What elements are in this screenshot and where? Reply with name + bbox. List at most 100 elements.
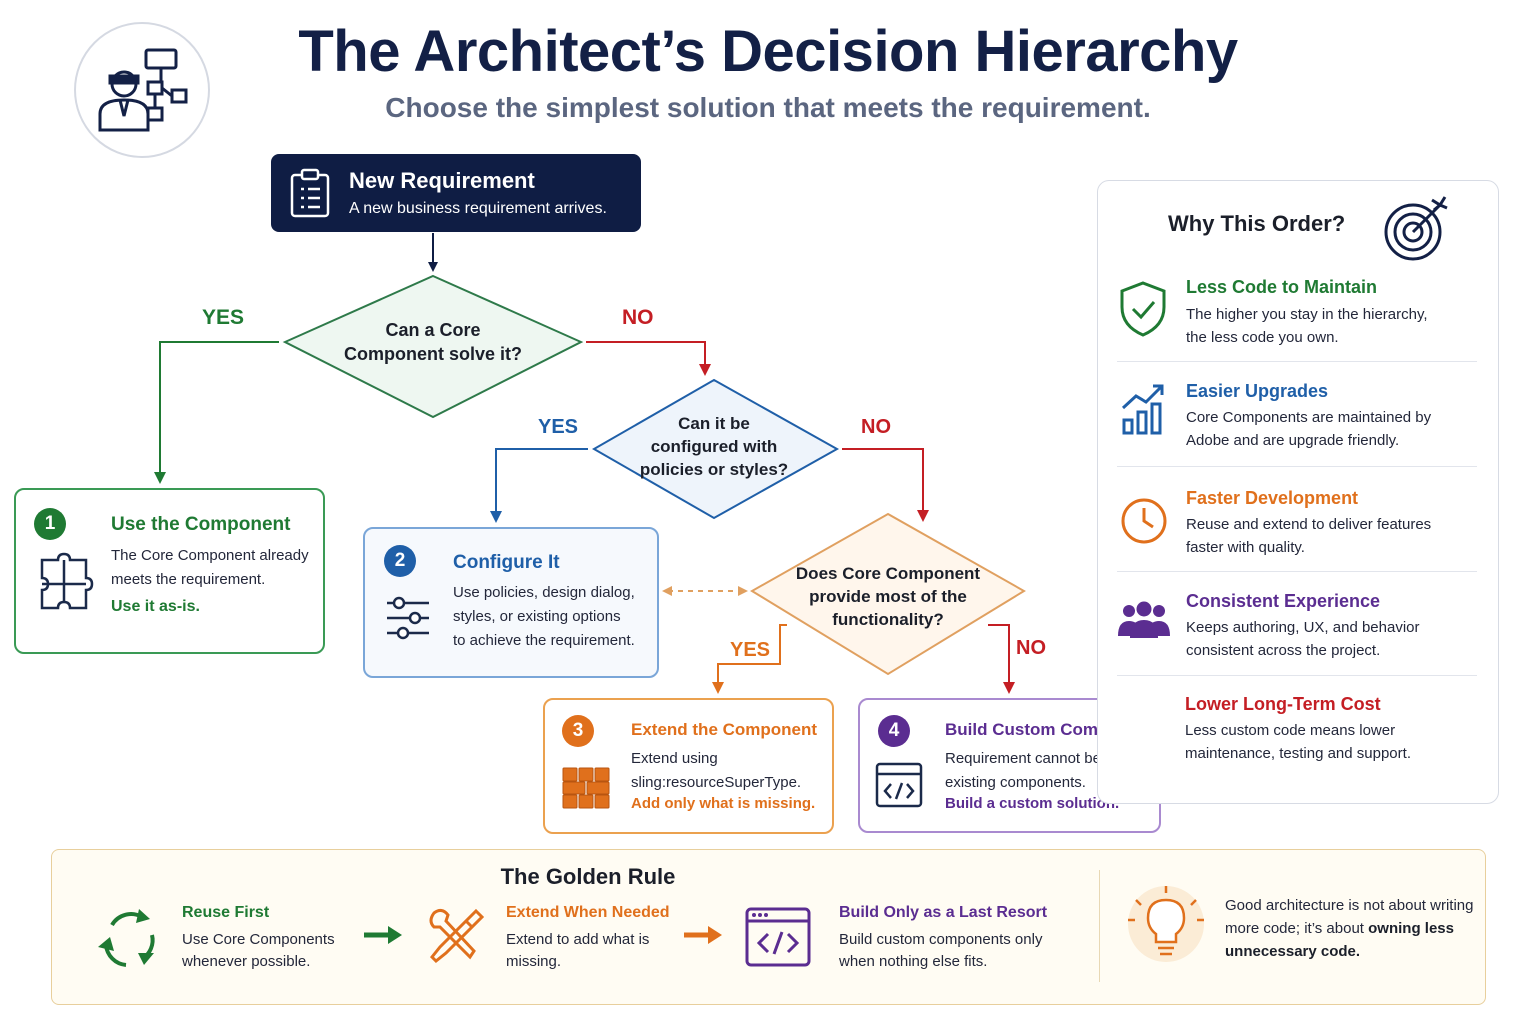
option-title: Extend the Component	[631, 720, 818, 739]
golden-step-desc-line: Build custom components only	[839, 931, 1043, 948]
option-card-extend: 3 Extend the Component Extend using slin…	[543, 698, 834, 834]
decision-core-text: Can a Core Component solve it?	[313, 318, 553, 366]
code-window-icon	[745, 907, 811, 967]
decision-diamond-core	[282, 274, 584, 419]
lightbulb-icon	[1128, 886, 1204, 962]
golden-step-desc-line: whenever possible.	[182, 953, 311, 970]
page-title: The Architect’s Decision Hierarchy	[298, 19, 1238, 84]
decision-configure-line: configured with	[650, 437, 778, 456]
golden-step-title: Reuse First	[182, 904, 270, 921]
decision-configure-line: policies or styles?	[639, 460, 789, 479]
why-item-desc-line: consistent across the project.	[1186, 642, 1381, 659]
growth-chart-icon	[1121, 384, 1164, 435]
why-item-desc-line: Adobe and are upgrade friendly.	[1186, 432, 1400, 449]
edge-label-no-1: NO	[622, 306, 654, 329]
puzzle-icon	[40, 552, 94, 610]
decision-extend-line: provide most of the	[809, 587, 967, 606]
edge-label-yes-1: YES	[202, 306, 245, 329]
arrow-right-icon	[684, 926, 722, 944]
option-desc-line: Use policies, design dialog,	[453, 584, 635, 601]
decision-extend-text: Does Core Component provide most of the …	[773, 562, 1003, 631]
option-desc-line: Extend using	[631, 750, 718, 767]
why-item-desc-line: maintenance, testing and support.	[1185, 745, 1411, 762]
decision-diamond-configure	[591, 378, 840, 520]
why-item-desc: Keeps authoring, UX, and behavior consis…	[1186, 616, 1476, 662]
edge-label-no-2: NO	[861, 416, 891, 438]
decision-configure-text: Can it be configured with policies or st…	[614, 412, 814, 481]
architect-logo	[74, 22, 210, 158]
divider	[1117, 675, 1477, 676]
golden-quote-bold: owning less unnecessary code.	[1225, 920, 1454, 960]
why-item-desc: Core Components are maintained by Adobe …	[1186, 406, 1476, 452]
architect-flowchart-icon	[98, 48, 188, 132]
sliders-icon	[387, 596, 429, 640]
new-requirement-box: New Requirement A new business requireme…	[271, 154, 641, 232]
option-desc: Use policies, design dialog, styles, or …	[453, 581, 635, 653]
why-item-title: Consistent Experience	[1186, 591, 1381, 611]
option-desc-line: styles, or existing options	[453, 608, 621, 625]
option-number-badge: 1	[34, 508, 66, 540]
golden-step-desc: Build custom components only when nothin…	[839, 929, 1042, 973]
option-desc-line: to achieve the requirement.	[453, 632, 635, 649]
code-window-icon	[875, 762, 923, 808]
edge-label-no-3: NO	[1016, 637, 1046, 659]
option-emphasis: Use it as-is.	[111, 598, 200, 615]
clipboard-icon	[290, 168, 330, 218]
option-title: Use the Component	[111, 514, 291, 535]
recycle-icon	[98, 909, 155, 967]
why-item-desc: Reuse and extend to deliver features fas…	[1186, 513, 1476, 559]
why-item-desc-line: The higher you stay in the hierarchy,	[1186, 306, 1428, 323]
tools-icon	[429, 908, 485, 964]
clock-icon	[1121, 498, 1167, 544]
golden-step-title: Build Only as a Last Resort	[839, 904, 1048, 921]
why-item-title: Lower Long-Term Cost	[1185, 694, 1381, 714]
golden-step-desc-line: missing.	[506, 953, 562, 970]
why-item-desc-line: Core Components are maintained by	[1186, 409, 1432, 426]
why-item-desc: Less custom code means lower maintenance…	[1185, 719, 1475, 765]
option-number-badge: 4	[878, 715, 910, 747]
option-desc-line: existing components.	[945, 774, 1086, 791]
why-panel	[1097, 180, 1499, 804]
why-item-desc-line: the less code you own.	[1186, 329, 1339, 346]
decision-configure-line: Can it be	[678, 414, 750, 433]
why-item-title: Less Code to Maintain	[1186, 277, 1378, 297]
arrow-right-icon	[364, 926, 402, 944]
decision-extend-line: Does Core Component	[795, 564, 981, 583]
target-icon	[1384, 196, 1448, 261]
option-card-configure: 2 Configure It Use policies, design dial…	[363, 527, 659, 678]
why-item-desc: The higher you stay in the hierarchy, th…	[1186, 303, 1476, 349]
building-blocks-icon	[562, 767, 610, 809]
golden-step-title: Extend When Needed	[506, 904, 670, 921]
option-emphasis: Build a custom solution.	[945, 795, 1120, 812]
golden-rule-title: The Golden Rule	[500, 864, 676, 889]
divider	[1117, 466, 1477, 467]
option-desc: The Core Component already meets the req…	[111, 544, 309, 592]
page-subtitle: Choose the simplest solution that meets …	[385, 92, 1151, 123]
divider	[1099, 870, 1100, 982]
option-title: Configure It	[453, 552, 560, 573]
why-item-title: Easier Upgrades	[1186, 381, 1329, 401]
option-number-badge: 2	[384, 545, 416, 577]
why-item-title: Faster Development	[1186, 488, 1359, 508]
divider	[1117, 571, 1477, 572]
decision-diamond-extend	[750, 512, 1026, 676]
golden-step-desc-line: Use Core Components	[182, 931, 335, 948]
team-icon	[1118, 601, 1170, 638]
golden-step-desc: Use Core Components whenever possible.	[182, 929, 335, 973]
golden-quote: Good architecture is not about writing m…	[1225, 894, 1475, 963]
edge-label-yes-3: YES	[730, 639, 771, 661]
decision-core-line: Can a Core	[385, 320, 481, 340]
why-item-desc-line: faster with quality.	[1186, 539, 1305, 556]
golden-step-desc-line: Extend to add what is	[506, 931, 650, 948]
golden-quote-text: Good architecture is not about writing m…	[1225, 897, 1474, 937]
shield-check-icon	[1120, 281, 1166, 337]
edge-label-yes-2: YES	[538, 416, 579, 438]
option-desc: Extend using sling:resourceSuperType.	[631, 747, 801, 795]
divider	[1117, 361, 1477, 362]
option-emphasis: Add only what is missing.	[631, 795, 816, 812]
golden-step-desc-line: when nothing else fits.	[839, 953, 988, 970]
why-item-desc-line: Reuse and extend to deliver features	[1186, 516, 1432, 533]
why-item-desc-line: Keeps authoring, UX, and behavior	[1186, 619, 1420, 636]
option-card-use-component: 1 Use the Component The Core Component a…	[14, 488, 325, 654]
